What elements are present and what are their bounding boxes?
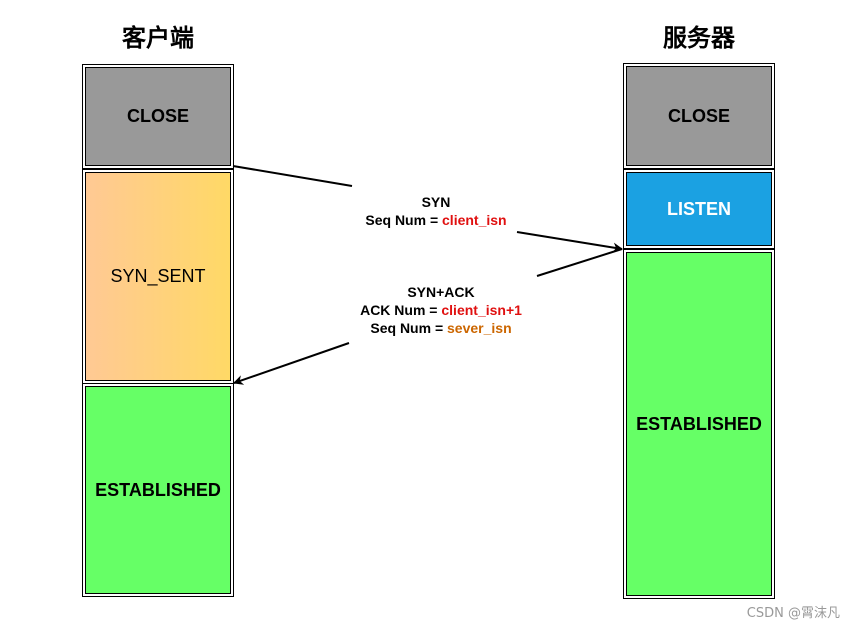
server-established-label: ESTABLISHED: [636, 413, 762, 434]
synack-ack-value: client_isn+1: [441, 302, 522, 318]
server-state-close: CLOSE: [623, 63, 775, 169]
syn-seq-value: client_isn: [442, 212, 507, 228]
syn-seq-label: Seq Num =: [365, 212, 443, 228]
client-title: 客户端: [122, 24, 194, 52]
syn-label: SYN: [421, 194, 451, 210]
server-listen-label: LISTEN: [666, 198, 731, 219]
synack-arrow-segment-2: [233, 342, 350, 385]
server-state-established: ESTABLISHED: [623, 249, 775, 599]
client-syn-sent-label: SYN_SENT: [110, 266, 206, 286]
syn-arrow-segment-2: [516, 231, 623, 253]
syn-seq-line: Seq Num = client_isn: [346, 211, 526, 229]
synack-seq-value: sever_isn: [447, 320, 512, 336]
server-title: 服务器: [663, 24, 735, 52]
client-state-close: CLOSE: [82, 64, 234, 169]
synack-message: SYN+ACK ACK Num = client_isn+1 Seq Num =…: [336, 283, 546, 337]
synack-label: SYN+ACK: [407, 284, 475, 300]
synack-ack-label: ACK Num =: [360, 302, 442, 318]
synack-seq-line: Seq Num = sever_isn: [336, 319, 546, 337]
client-state-syn-sent: SYN_SENT: [82, 169, 234, 384]
server-close-label: CLOSE: [667, 105, 730, 126]
client-state-established: ESTABLISHED: [82, 383, 234, 597]
synack-ack-line: ACK Num = client_isn+1: [336, 301, 546, 319]
syn-arrow-segment-1: [232, 165, 353, 187]
synack-arrow-segment-1: [536, 248, 623, 277]
client-established-label: ESTABLISHED: [95, 479, 221, 500]
syn-message: SYN Seq Num = client_isn: [346, 193, 526, 229]
server-state-listen: LISTEN: [623, 169, 775, 249]
client-close-label: CLOSE: [126, 106, 189, 126]
watermark: CSDN @霄沫凡: [746, 606, 840, 621]
synack-seq-label: Seq Num =: [370, 320, 448, 336]
